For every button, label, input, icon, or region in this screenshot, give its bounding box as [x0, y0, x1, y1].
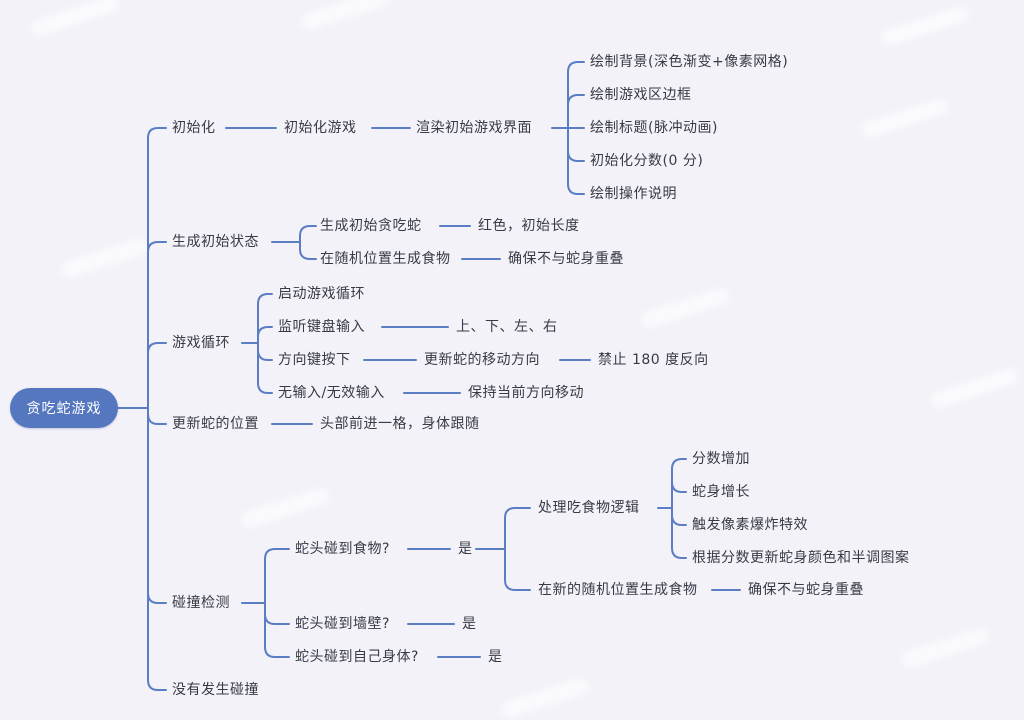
- node-yes-food[interactable]: 是: [458, 541, 473, 557]
- node-keep-direction[interactable]: 保持当前方向移动: [468, 385, 584, 401]
- node-gen-food[interactable]: 在随机位置生成食物: [320, 251, 451, 267]
- node-update-color[interactable]: 根据分数更新蛇身颜色和半调图案: [692, 550, 910, 566]
- node-no-input[interactable]: 无输入/无效输入: [278, 385, 385, 401]
- node-pixel-explosion[interactable]: 触发像素爆炸特效: [692, 517, 808, 533]
- node-no-180[interactable]: 禁止 180 度反向: [598, 352, 709, 368]
- node-yes-wall[interactable]: 是: [462, 616, 477, 632]
- node-eat-logic[interactable]: 处理吃食物逻辑: [538, 500, 640, 516]
- node-hit-self[interactable]: 蛇头碰到自己身体?: [295, 649, 419, 665]
- node-head-forward[interactable]: 头部前进一格，身体跟随: [320, 416, 480, 432]
- node-update-direction[interactable]: 更新蛇的移动方向: [424, 352, 540, 368]
- node-init[interactable]: 初始化: [172, 120, 216, 136]
- node-collision[interactable]: 碰撞检测: [172, 595, 230, 611]
- node-snake-grow[interactable]: 蛇身增长: [692, 484, 750, 500]
- node-gen-state[interactable]: 生成初始状态: [172, 234, 259, 250]
- node-no-collision[interactable]: 没有发生碰撞: [172, 682, 259, 698]
- node-draw-border[interactable]: 绘制游戏区边框: [590, 87, 692, 103]
- node-hit-wall[interactable]: 蛇头碰到墙壁?: [295, 616, 390, 632]
- node-listen-keyboard[interactable]: 监听键盘输入: [278, 319, 365, 335]
- node-no-overlap-2[interactable]: 确保不与蛇身重叠: [748, 582, 864, 598]
- node-init-game[interactable]: 初始化游戏: [284, 120, 357, 136]
- node-draw-help[interactable]: 绘制操作说明: [590, 186, 677, 202]
- node-draw-title[interactable]: 绘制标题(脉冲动画): [590, 120, 718, 136]
- node-hit-food[interactable]: 蛇头碰到食物?: [295, 541, 390, 557]
- node-init-score[interactable]: 初始化分数(0 分): [590, 153, 704, 169]
- node-yes-self[interactable]: 是: [488, 649, 503, 665]
- node-render-ui[interactable]: 渲染初始游戏界面: [416, 120, 532, 136]
- node-score-increase[interactable]: 分数增加: [692, 451, 750, 467]
- node-start-loop[interactable]: 启动游戏循环: [278, 286, 365, 302]
- node-gen-food-new[interactable]: 在新的随机位置生成食物: [538, 582, 698, 598]
- node-dir-key[interactable]: 方向键按下: [278, 352, 351, 368]
- node-red-length[interactable]: 红色，初始长度: [478, 218, 580, 234]
- node-update-pos[interactable]: 更新蛇的位置: [172, 416, 259, 432]
- node-arrow-keys[interactable]: 上、下、左、右: [456, 319, 558, 335]
- mindmap-root-node[interactable]: 贪吃蛇游戏: [10, 388, 118, 428]
- node-no-overlap-1[interactable]: 确保不与蛇身重叠: [508, 251, 624, 267]
- node-draw-bg[interactable]: 绘制背景(深色渐变+像素网格): [590, 54, 789, 70]
- node-game-loop[interactable]: 游戏循环: [172, 335, 230, 351]
- node-gen-snake[interactable]: 生成初始贪吃蛇: [320, 218, 422, 234]
